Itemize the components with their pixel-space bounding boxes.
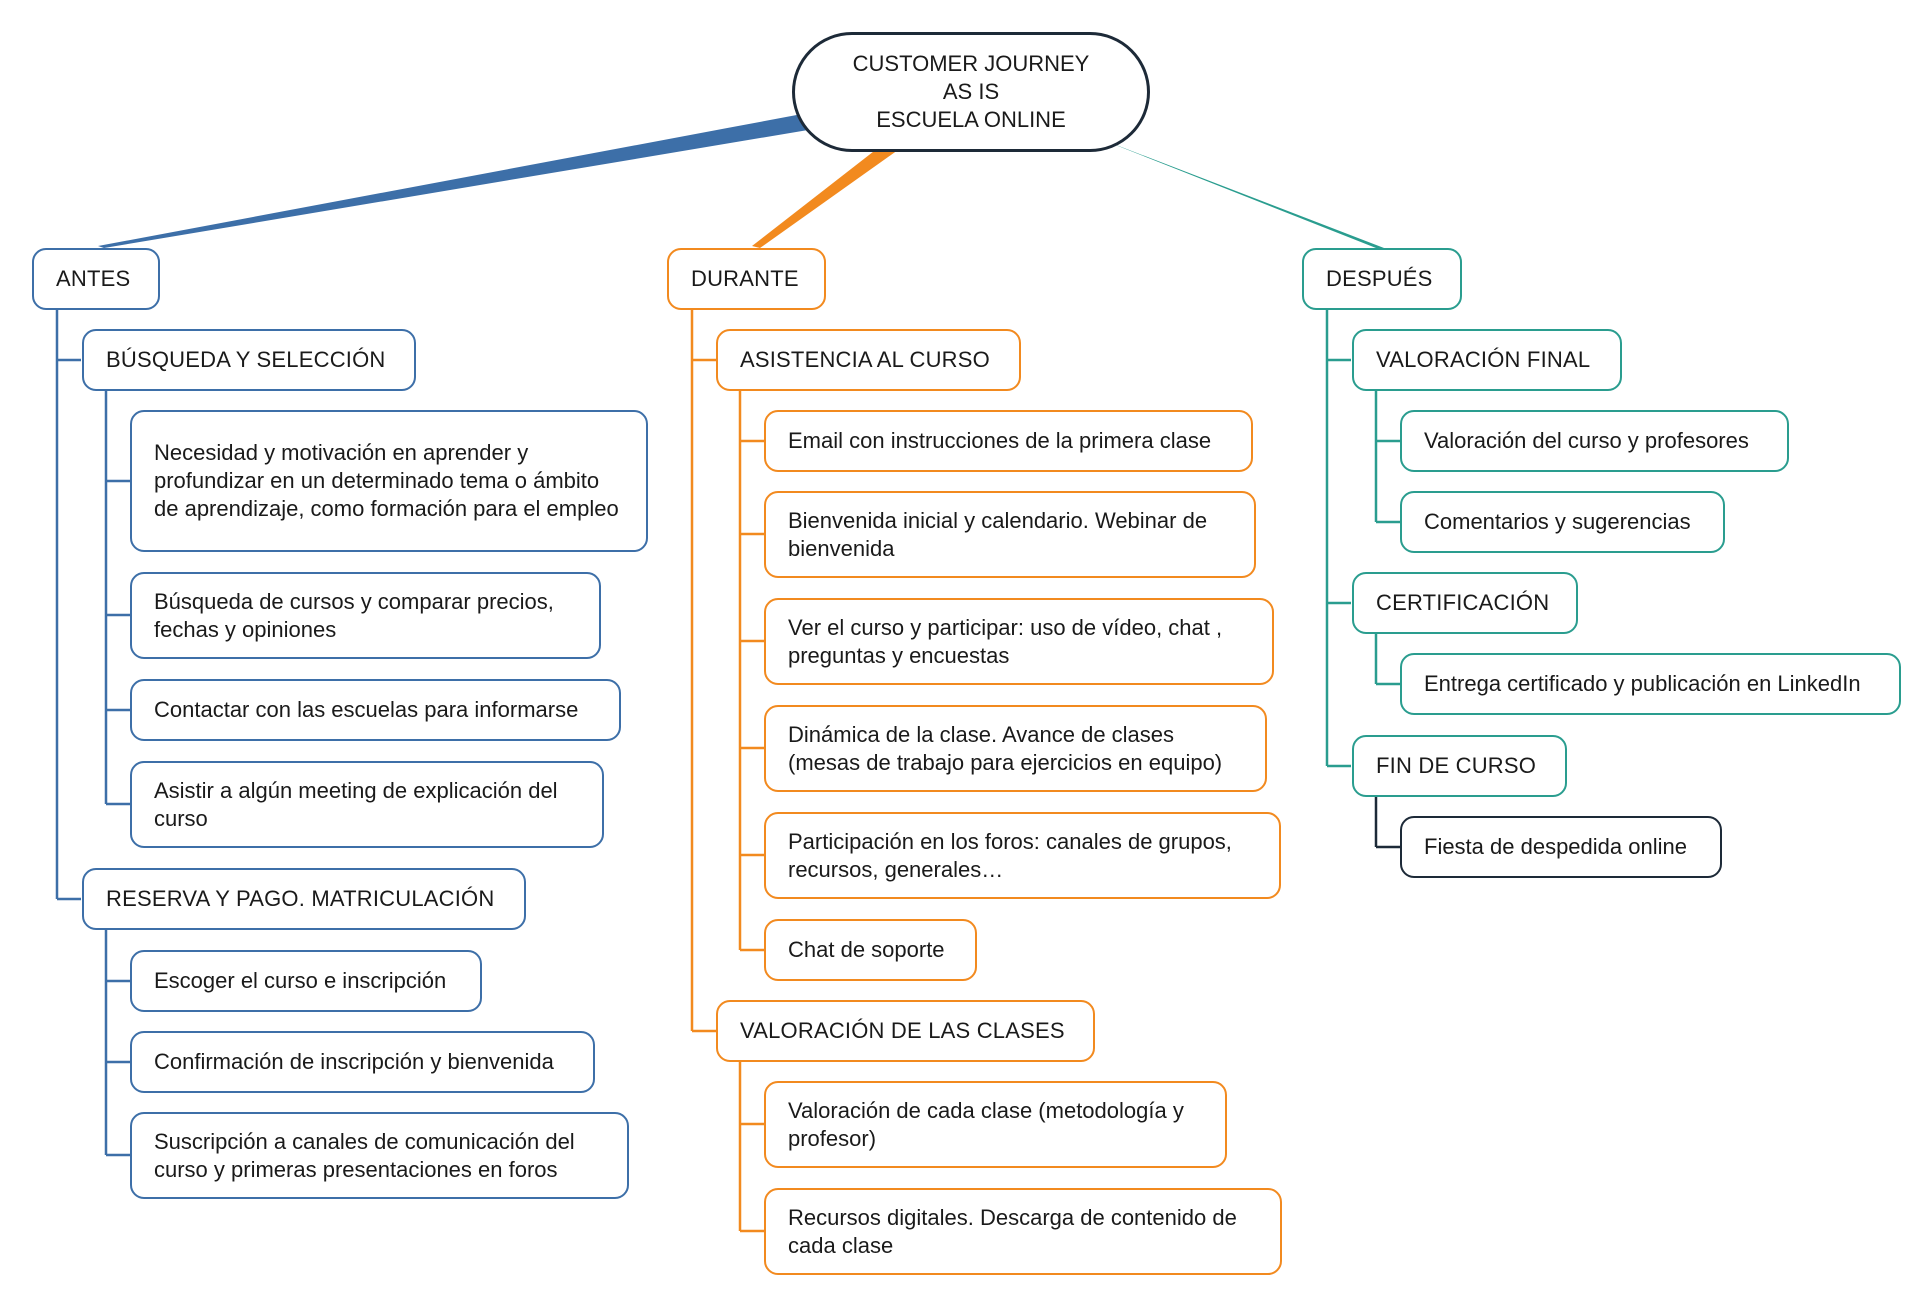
item-confirmacion-inscripcion: Confirmación de inscripción y bienvenida xyxy=(130,1031,595,1093)
item-comentarios-sugerencias: Comentarios y sugerencias xyxy=(1400,491,1725,553)
item-ver-curso-participar: Ver el curso y participar: uso de vídeo,… xyxy=(764,598,1274,685)
item-email-instrucciones: Email con instrucciones de la primera cl… xyxy=(764,410,1253,472)
root-node: CUSTOMER JOURNEY AS IS ESCUELA ONLINE xyxy=(792,32,1150,152)
branch-despues: DESPUÉS xyxy=(1302,248,1462,310)
branch-durante: DURANTE xyxy=(667,248,826,310)
item-busqueda-cursos: Búsqueda de cursos y comparar precios, f… xyxy=(130,572,601,659)
group-fin-de-curso: FIN DE CURSO xyxy=(1352,735,1567,797)
root-title-line-3: ESCUELA ONLINE xyxy=(876,107,1066,132)
branch-antes: ANTES xyxy=(32,248,160,310)
branch-connector-despues xyxy=(1108,142,1384,248)
item-contactar-escuelas: Contactar con las escuelas para informar… xyxy=(130,679,621,741)
branch-connector-antes xyxy=(98,114,808,248)
root-title-line-1: CUSTOMER JOURNEY xyxy=(852,51,1090,76)
group-valoracion-final: VALORACIÓN FINAL xyxy=(1352,329,1622,391)
item-entrega-certificado: Entrega certificado y publicación en Lin… xyxy=(1400,653,1901,715)
item-participacion-foros: Participación en los foros: canales de g… xyxy=(764,812,1281,899)
item-valoracion-curso-profesores: Valoración del curso y profesores xyxy=(1400,410,1789,472)
root-title-line-2: AS IS xyxy=(942,79,1000,104)
item-suscripcion-canales: Suscripción a canales de comunicación de… xyxy=(130,1112,629,1199)
item-escoger-curso: Escoger el curso e inscripción xyxy=(130,950,482,1012)
item-chat-soporte: Chat de soporte xyxy=(764,919,977,981)
item-dinamica-clase: Dinámica de la clase. Avance de clases (… xyxy=(764,705,1267,792)
group-certificacion: CERTIFICACIÓN xyxy=(1352,572,1578,634)
group-asistencia-curso: ASISTENCIA AL CURSO xyxy=(716,329,1021,391)
branch-connector-durante xyxy=(752,148,898,248)
item-bienvenida-calendario: Bienvenida inicial y calendario. Webinar… xyxy=(764,491,1256,578)
item-valoracion-cada-clase: Valoración de cada clase (metodología y … xyxy=(764,1081,1227,1168)
item-necesidad-motivacion: Necesidad y motivación en aprender y pro… xyxy=(130,410,648,552)
group-busqueda-seleccion: BÚSQUEDA Y SELECCIÓN xyxy=(82,329,416,391)
group-reserva-pago: RESERVA Y PAGO. MATRICULACIÓN xyxy=(82,868,526,930)
item-fiesta-despedida: Fiesta de despedida online xyxy=(1400,816,1722,878)
group-valoracion-clases: VALORACIÓN DE LAS CLASES xyxy=(716,1000,1095,1062)
item-asistir-meeting: Asistir a algún meeting de explicación d… xyxy=(130,761,604,848)
item-recursos-digitales: Recursos digitales. Descarga de contenid… xyxy=(764,1188,1282,1275)
